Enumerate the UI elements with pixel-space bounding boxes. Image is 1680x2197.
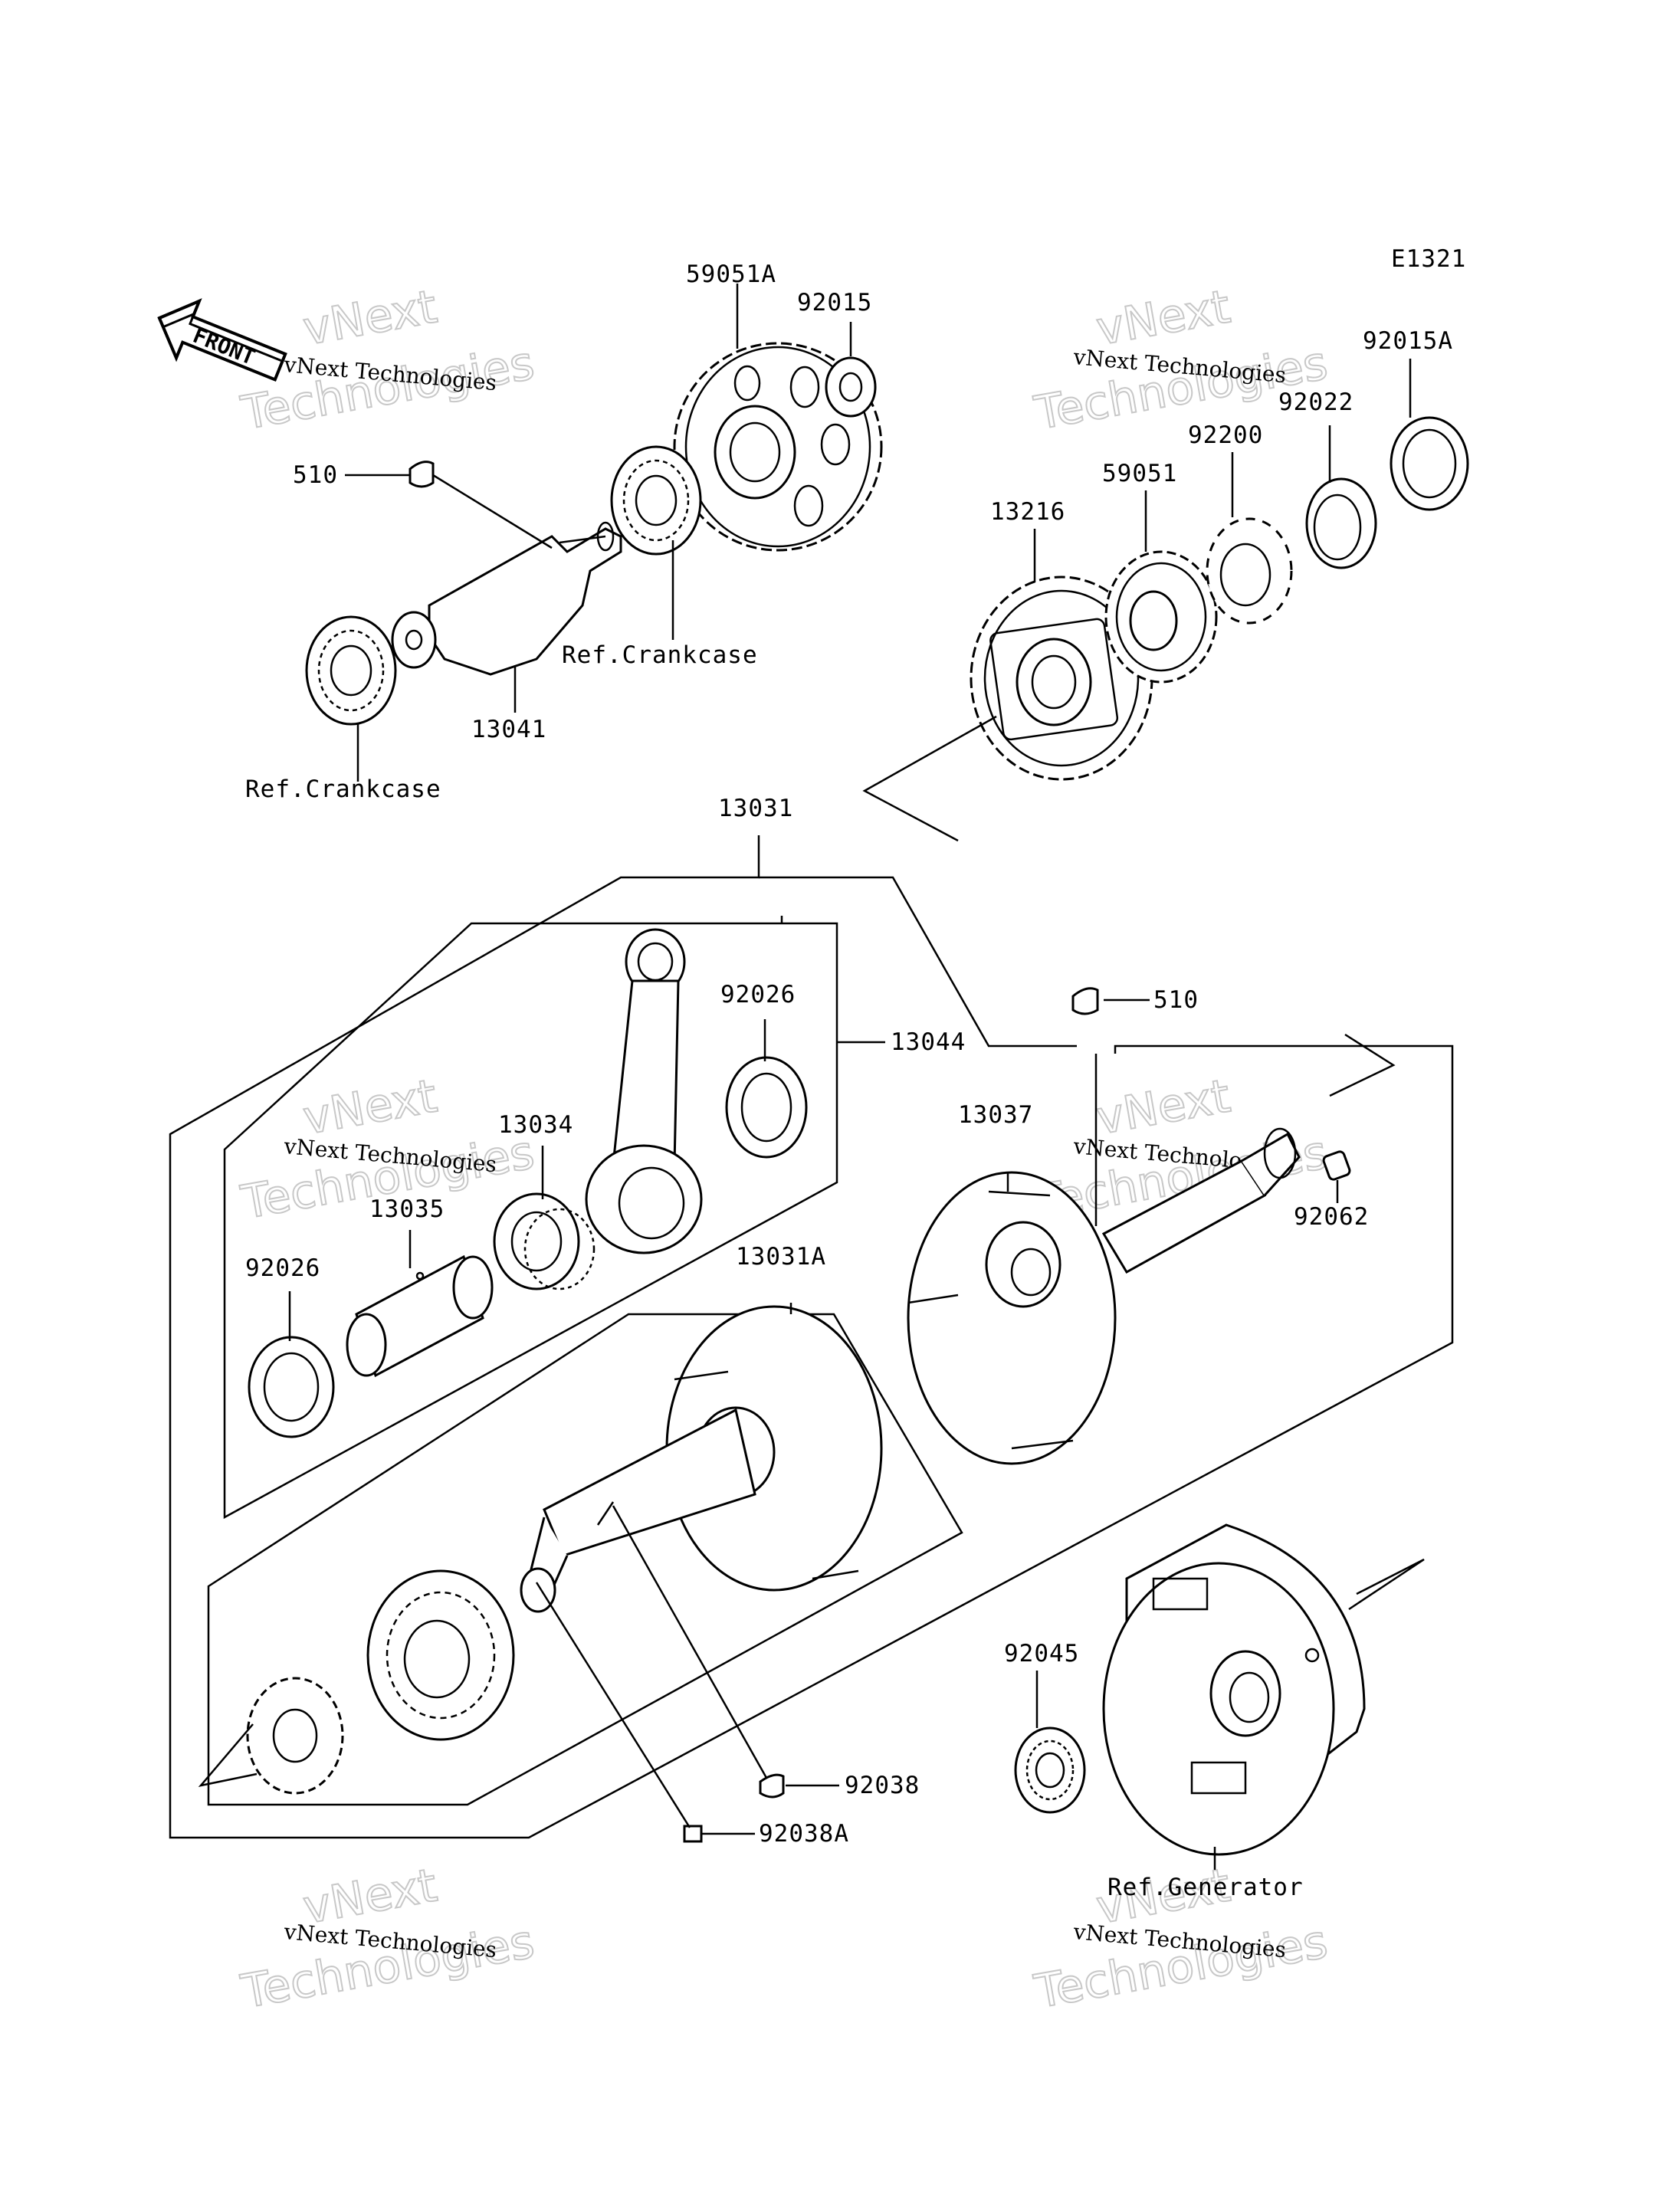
- part-labels: 59051A 92015 92015A 92022 92200 59051 13…: [245, 261, 1453, 1901]
- generator-rotor: [1102, 1523, 1366, 1856]
- svg-text:vNext: vNext: [299, 1069, 441, 1145]
- label-92022: 92022: [1278, 389, 1354, 416]
- label-92026-lower: 92026: [245, 1254, 320, 1282]
- leader-13216-assembly: [862, 715, 997, 842]
- bearing-crank-right: [610, 445, 702, 556]
- svg-text:vNext: vNext: [1092, 1069, 1234, 1145]
- frame-13031: [169, 835, 1454, 1839]
- label-92015: 92015: [797, 289, 872, 316]
- nut-92015: [825, 356, 877, 418]
- watermark-top-right: vNext Technologies vNext Technologies: [1029, 279, 1332, 441]
- needle-bearing-13034: [493, 1192, 596, 1290]
- thrust-washer-92026-upper: [725, 1056, 808, 1159]
- label-13031A: 13031A: [736, 1243, 826, 1271]
- label-92015A: 92015A: [1363, 327, 1453, 355]
- connecting-rod: [585, 928, 703, 1254]
- key-510-top: [409, 461, 435, 488]
- label-92038: 92038: [845, 1772, 920, 1799]
- label-ref-generator: Ref.Generator: [1107, 1874, 1304, 1901]
- label-92062: 92062: [1294, 1203, 1369, 1231]
- frame-13044: [223, 922, 838, 1520]
- label-13037: 13037: [958, 1101, 1033, 1129]
- crank-bearing: [366, 1569, 515, 1741]
- gear-59051: [1104, 550, 1218, 684]
- leader-lines-top: [345, 284, 1412, 782]
- bearing-92045: [1014, 1726, 1086, 1814]
- lock-washer-92200: [1206, 517, 1293, 625]
- key-92038: [759, 1773, 785, 1799]
- label-510-top: 510: [293, 461, 338, 489]
- bearing-crank-left: [305, 615, 397, 726]
- frame-13031A: [207, 1313, 963, 1806]
- label-59051A: 59051A: [686, 261, 776, 288]
- label-92026-upper: 92026: [720, 981, 796, 1008]
- label-ref-crankcase-right: Ref.Crankcase: [562, 641, 758, 669]
- label-13034: 13034: [498, 1111, 573, 1139]
- label-13035: 13035: [369, 1195, 445, 1223]
- crank-half-13037: [907, 1054, 1301, 1465]
- watermark-bottom-left: vNext Technologies vNext Technologies: [236, 1858, 539, 2020]
- label-13041: 13041: [471, 716, 546, 743]
- svg-text:vNext: vNext: [299, 280, 441, 356]
- key-92038A: [683, 1825, 703, 1843]
- front-arrow-icon: FRONT: [157, 298, 287, 382]
- crank-half-13031A: [520, 1305, 883, 1613]
- label-13216: 13216: [990, 498, 1065, 526]
- thrust-washer-92026-lower: [248, 1336, 335, 1438]
- sprocket: [246, 1677, 344, 1795]
- label-92200: 92200: [1188, 421, 1263, 449]
- label-59051: 59051: [1102, 460, 1177, 487]
- label-92045: 92045: [1004, 1640, 1079, 1667]
- label-13031: 13031: [718, 795, 793, 822]
- frame-13031-right: [759, 876, 1077, 1048]
- balancer-shaft-13041: [391, 521, 622, 676]
- label-510-mid: 510: [1153, 986, 1199, 1014]
- svg-text:vNext: vNext: [1092, 280, 1234, 356]
- leader-lines-rod: [288, 1019, 766, 1341]
- diagram-code: E1321: [1391, 245, 1466, 273]
- plug-92062: [1322, 1150, 1351, 1181]
- watermark-mid-left: vNext Technologies vNext Technologies: [236, 1068, 539, 1231]
- key-510-mid: [1071, 987, 1099, 1015]
- washer-92022: [1305, 477, 1377, 569]
- label-13044: 13044: [891, 1028, 966, 1056]
- label-92038A: 92038A: [759, 1820, 849, 1848]
- nut-92015A: [1390, 416, 1469, 511]
- crankpin-13035: [346, 1254, 494, 1378]
- label-ref-crankcase-left: Ref.Crankcase: [245, 776, 441, 803]
